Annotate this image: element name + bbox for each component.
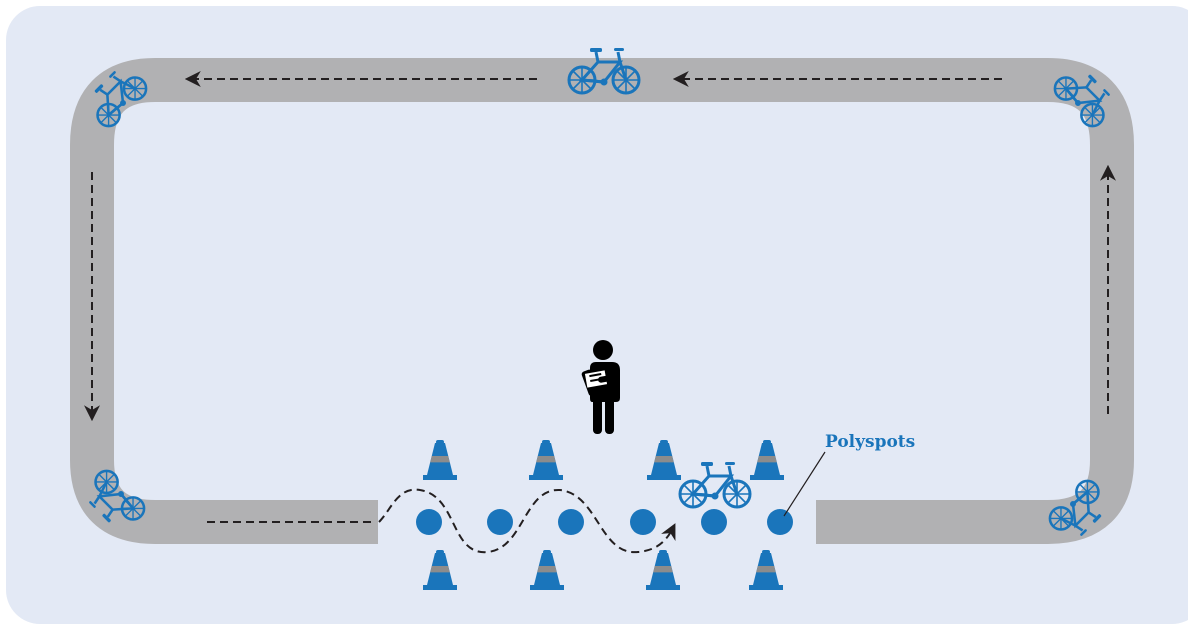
slalom-path bbox=[378, 488, 676, 554]
polyspot-icon bbox=[416, 509, 442, 535]
polyspots-leader-line bbox=[783, 451, 826, 517]
polyspot-icon bbox=[558, 509, 584, 535]
track-direction-arrows bbox=[84, 71, 1116, 523]
polyspot-icon bbox=[767, 509, 793, 535]
background-panel bbox=[6, 6, 1188, 624]
polyspots bbox=[416, 509, 793, 535]
polyspot-icon bbox=[701, 509, 727, 535]
polyspot-icon bbox=[630, 509, 656, 535]
polyspots-label: Polyspots bbox=[825, 432, 915, 452]
polyspot-icon bbox=[487, 509, 513, 535]
person-with-clipboard-icon bbox=[581, 340, 620, 434]
